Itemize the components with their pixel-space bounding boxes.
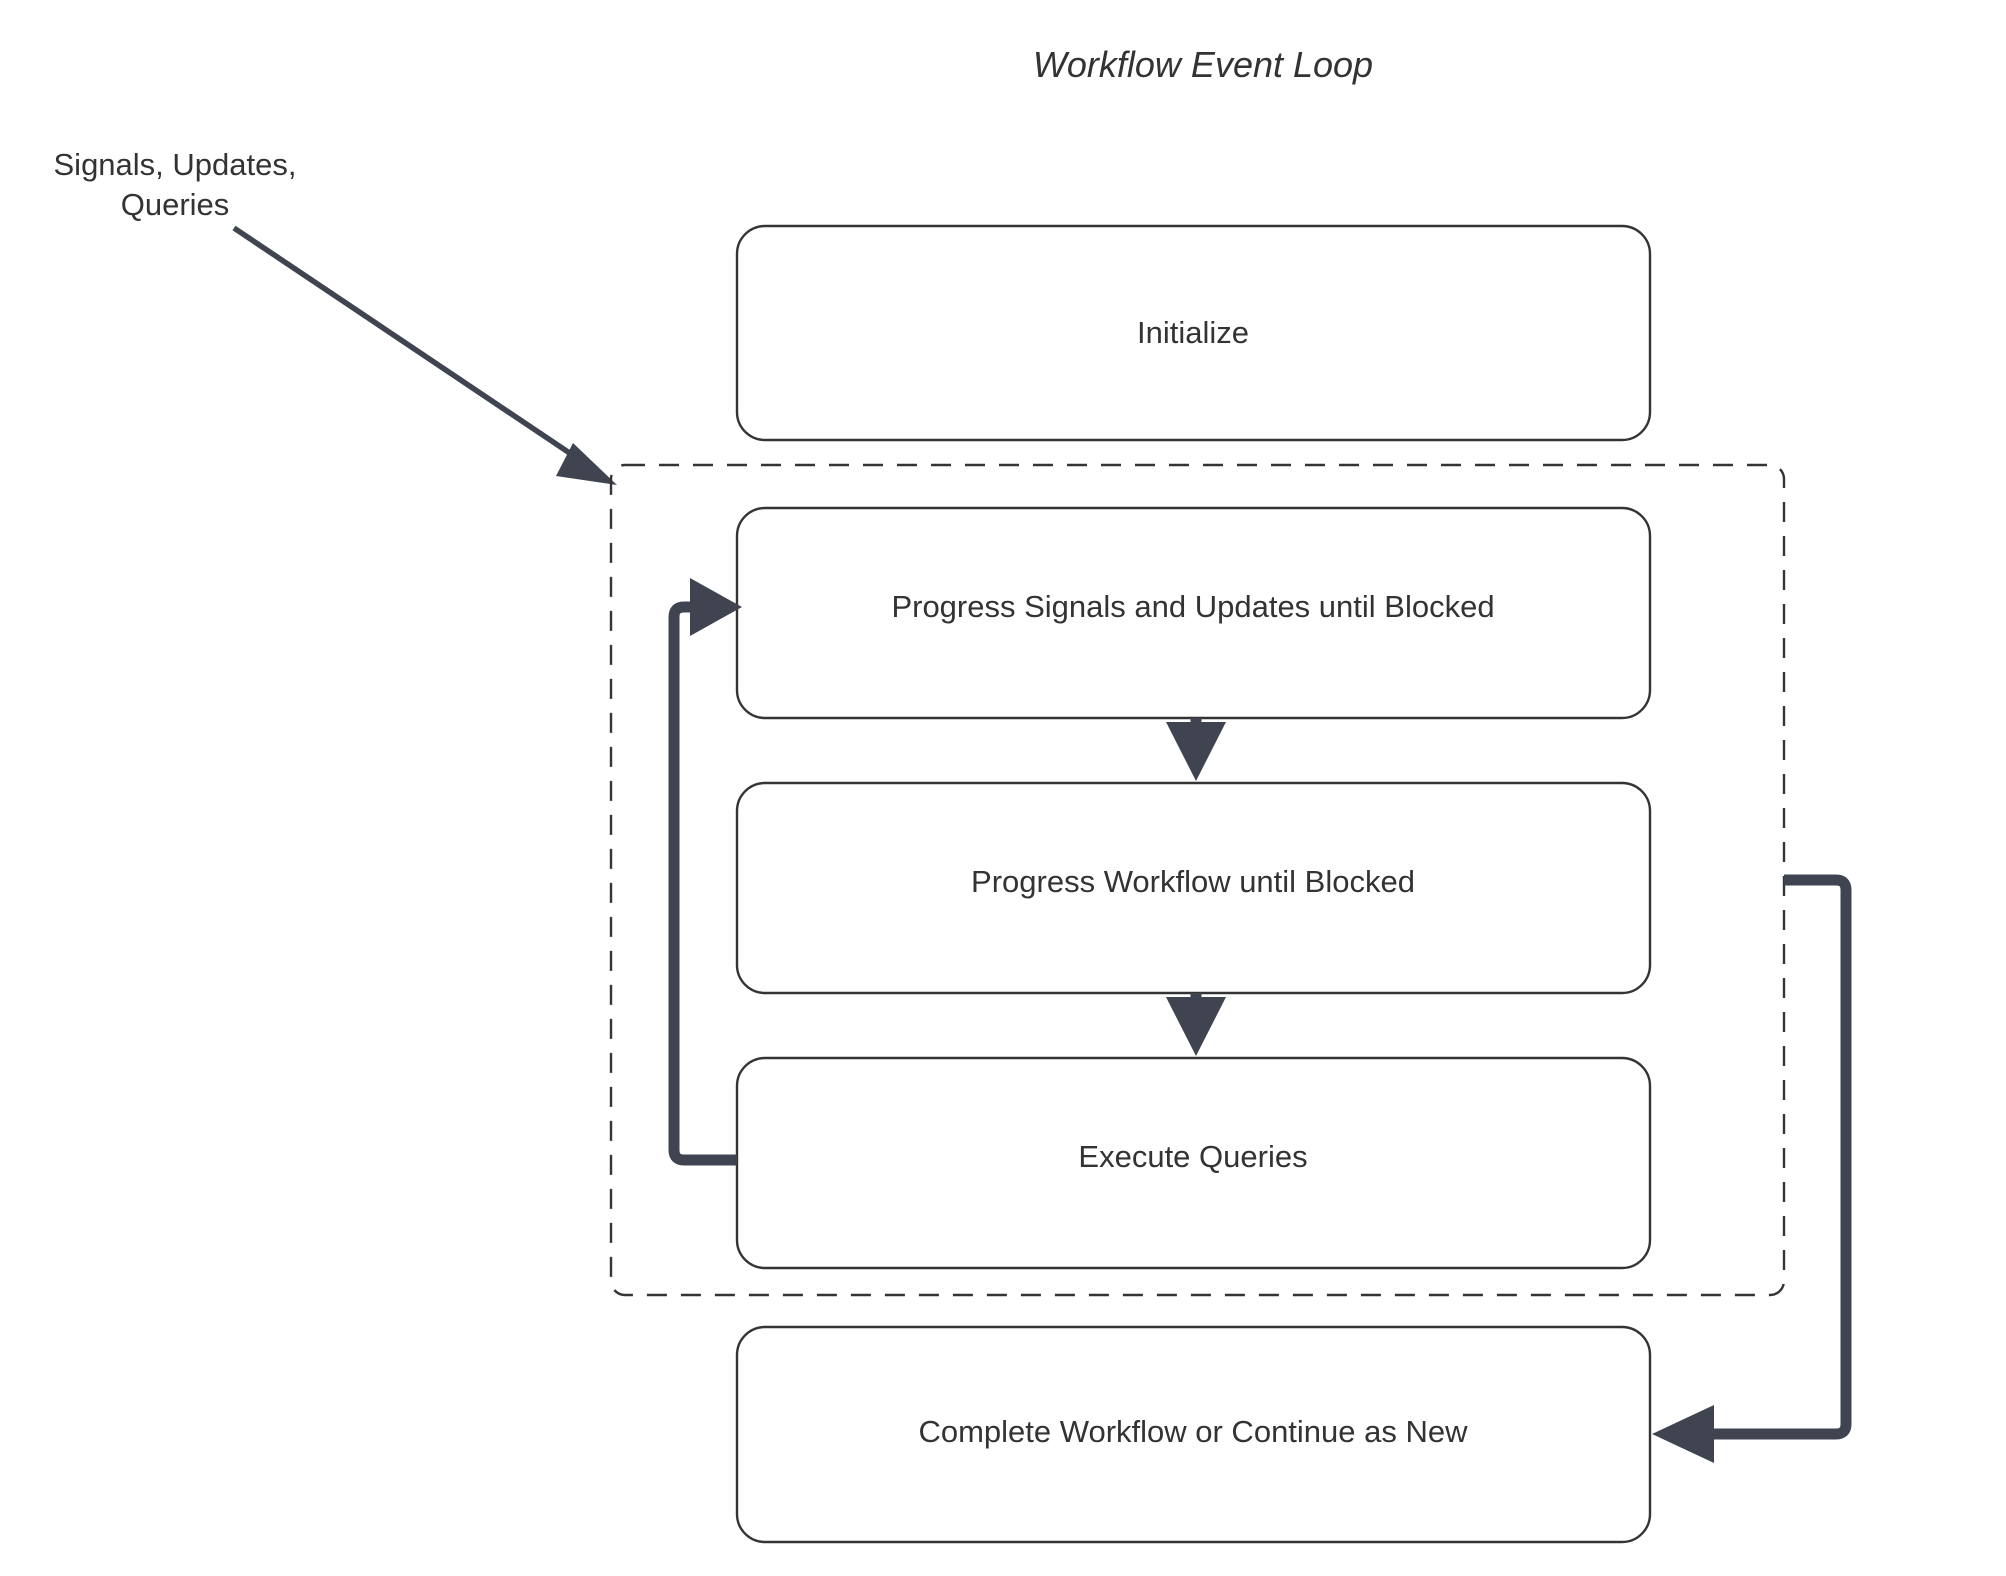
external-source-label-line2: Queries [121, 187, 230, 222]
edge-event-loop-to-complete-workflow [1652, 874, 1852, 1463]
edge-execute-queries-to-progress-signals [668, 578, 742, 1166]
node-complete-workflow-label: Complete Workflow or Continue as New [918, 1414, 1468, 1449]
node-progress-signals[interactable]: Progress Signals and Updates until Block… [735, 506, 1652, 720]
node-initialize-label: Initialize [1137, 315, 1249, 350]
node-complete-workflow-shape [735, 1325, 1652, 1544]
node-progress-workflow-label: Progress Workflow until Blocked [971, 864, 1415, 899]
edge-progress-signals-to-progress-workflow [1166, 718, 1226, 781]
node-progress-workflow[interactable]: Progress Workflow until Blocked [735, 781, 1652, 995]
edge-signals-to-event-loop [232, 225, 617, 485]
node-execute-queries-label: Execute Queries [1078, 1139, 1307, 1174]
node-initialize-shape [735, 224, 1652, 442]
node-execute-queries[interactable]: Execute Queries [735, 1056, 1652, 1270]
edge-progress-workflow-to-execute-queries [1166, 993, 1226, 1056]
diagram-title: Workflow Event Loop [1033, 44, 1373, 85]
node-initialize[interactable]: Initialize [735, 224, 1652, 442]
node-progress-signals-label: Progress Signals and Updates until Block… [891, 589, 1494, 624]
node-complete-workflow[interactable]: Complete Workflow or Continue as New [735, 1325, 1652, 1544]
external-source-label-line1: Signals, Updates, [54, 147, 297, 182]
